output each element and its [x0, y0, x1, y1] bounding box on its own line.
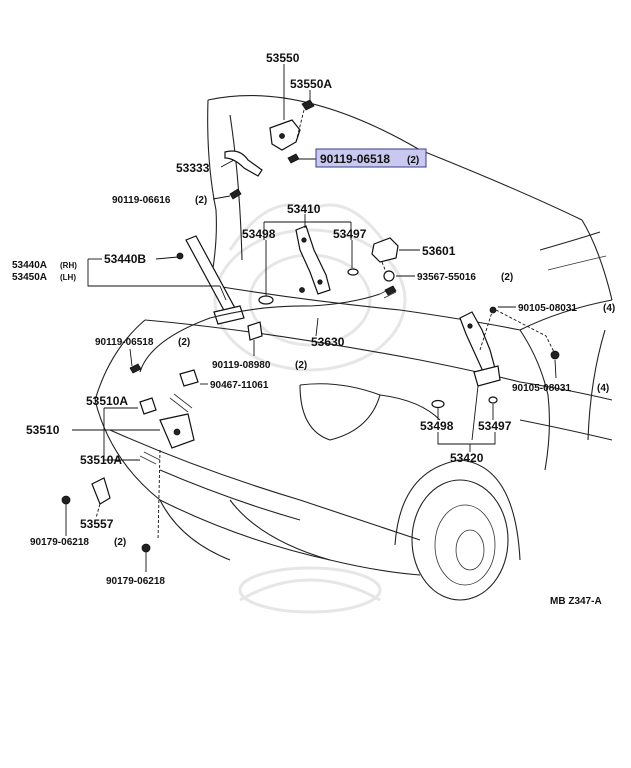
clip-90467-11061 — [179, 369, 199, 387]
label-93567-55016: 93567-55016 — [417, 272, 476, 283]
label-53498-top: 53498 — [242, 227, 276, 241]
stopper-53497-bottom — [488, 396, 498, 404]
stopper-53497-top — [347, 268, 359, 276]
label-53450a: 53450A — [12, 272, 47, 283]
label-qty-90119-06616: (2) — [195, 195, 207, 206]
label-53630: 53630 — [311, 335, 345, 349]
label-90119-06616: 90119-06616 — [112, 195, 171, 206]
lock-53510 — [139, 393, 195, 465]
label-53510: 53510 — [26, 423, 60, 437]
label-53333: 53333 — [176, 161, 210, 175]
label-53601: 53601 — [422, 244, 456, 258]
label-90179-06218: 90179-06218 — [106, 576, 165, 587]
label-53410: 53410 — [287, 202, 321, 216]
car-body-outline — [94, 95, 613, 601]
label-qty-90105-08031-a: (4) — [603, 303, 615, 314]
label-90119-06518-left: 90119-06518 — [95, 337, 154, 348]
label-53440b: 53440B — [104, 252, 146, 266]
label-53497-top: 53497 — [333, 227, 367, 241]
stopper-53498-bottom — [431, 399, 445, 409]
label-53450a-side: (LH) — [60, 273, 76, 282]
label-90119-08980: 90119-08980 — [212, 360, 271, 371]
bracket-53557 — [91, 477, 111, 505]
label-53420: 53420 — [450, 451, 484, 465]
part-labels: 53550 53550A 53333 90119-06518 (2) 90119… — [12, 51, 615, 607]
label-53550: 53550 — [266, 51, 300, 65]
label-qty-90105-08031-b: (4) — [597, 383, 609, 394]
label-53510a-top: 53510A — [86, 394, 128, 408]
clamp-90119-08980 — [247, 321, 263, 341]
label-qty-93567-55016: (2) — [501, 272, 513, 283]
nut-90179-06218-left — [61, 495, 71, 505]
diagram-code: MB Z347-A — [550, 596, 602, 607]
bolt-90119-06518-left — [129, 363, 142, 374]
nut-90179-06218-bottom — [141, 543, 151, 553]
stopper-53498-top — [258, 295, 274, 305]
label-53550a: 53550A — [290, 77, 332, 91]
label-53510a-bottom: 53510A — [80, 453, 122, 467]
label-qty-90179-06218: (2) — [114, 537, 126, 548]
label-qty-90119-06518-highlighted: (2) — [407, 155, 419, 166]
label-90105-08031-a: 90105-08031 — [518, 303, 577, 314]
label-53498-bottom: 53498 — [420, 419, 454, 433]
highlight-box — [315, 148, 427, 168]
label-53497-bottom: 53497 — [478, 419, 512, 433]
latch-53601 — [371, 237, 399, 282]
hood-hinge-top — [269, 99, 315, 151]
label-qty-90119-06518-left: (2) — [178, 337, 190, 348]
label-qty-90119-08980: (2) — [295, 360, 307, 371]
bolt-90119-06518-top — [287, 153, 300, 164]
label-90105-08031-b: 90105-08031 — [512, 383, 571, 394]
leader-lines — [65, 64, 557, 572]
label-90179-06218-qty-line: 90179-06218 — [30, 537, 89, 548]
hinge-53420-right — [459, 306, 560, 387]
label-53440a: 53440A — [12, 260, 47, 271]
hinge-53410-left — [295, 225, 331, 295]
support-rod-53440 — [176, 235, 245, 325]
label-53440a-side: (RH) — [60, 261, 77, 270]
bracket-53333 — [224, 150, 263, 177]
release-cable-53630 — [139, 285, 397, 373]
label-53557: 53557 — [80, 517, 114, 531]
label-90467-11061: 90467-11061 — [210, 380, 269, 391]
label-90119-06518-highlighted[interactable]: 90119-06518 — [320, 152, 390, 166]
bolt-90119-06616 — [229, 188, 242, 200]
